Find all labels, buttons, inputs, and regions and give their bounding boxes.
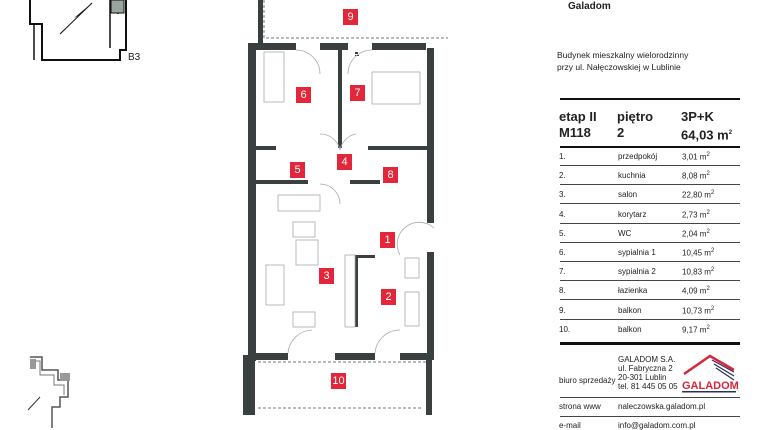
- key-plan: [29, 0, 127, 61]
- floor-label: piętro: [617, 109, 654, 124]
- room-number: 7.: [559, 267, 566, 277]
- room-number: 2.: [559, 171, 566, 181]
- north-arrow-icon: [59, 2, 93, 35]
- row-divider: [560, 184, 740, 186]
- room-area: 3,01 m2: [682, 152, 710, 162]
- room-area: 10,83 m2: [682, 267, 715, 277]
- room-area: 2,73 m2: [682, 209, 710, 220]
- room-number: 8.: [559, 286, 566, 296]
- sales-street: ul. Fabryczna 2: [618, 364, 673, 373]
- floor-plan: [243, 0, 448, 415]
- room-label-1: 1: [380, 232, 395, 248]
- room-number: 6.: [559, 248, 566, 257]
- info-panel: [540, 0, 760, 428]
- apartment-area: 64,03 m2: [681, 127, 733, 143]
- www-label: strona www: [559, 402, 601, 411]
- room-name: korytarz: [618, 209, 647, 219]
- room-area: 10,73 m2: [682, 305, 715, 316]
- room-label-4: 4: [337, 154, 352, 170]
- room-area: 9,17 m2: [682, 324, 710, 335]
- sales-city: 20-301 Lublin: [618, 373, 667, 382]
- room-area: 4,09 m2: [682, 286, 710, 297]
- email-link[interactable]: info@galadom.com.pl: [618, 421, 696, 430]
- room-name: sypialnia 2: [618, 267, 656, 277]
- room-name: przedpokój: [618, 152, 658, 161]
- row-divider: [560, 222, 740, 224]
- room-name: balkon: [618, 305, 642, 315]
- apartment-type: 3P+K: [681, 109, 714, 124]
- building-line-1: Budynek mieszkalny wielorodzinny: [557, 50, 689, 60]
- floor-number: 2: [617, 125, 625, 140]
- row-divider: [560, 280, 740, 282]
- stage: etap II: [559, 109, 597, 124]
- room-name: kuchnia: [618, 171, 646, 181]
- www-link[interactable]: naleczowska.galadom.pl: [618, 402, 706, 411]
- site-plan: [27, 356, 70, 428]
- room-label-7: 7: [350, 85, 365, 101]
- room-area: 22,80 m2: [682, 190, 715, 201]
- room-label-9: 9: [343, 9, 358, 25]
- row-divider: [560, 241, 740, 243]
- galadom-logo: GALADOM: [682, 354, 738, 393]
- row-divider: [560, 165, 740, 166]
- room-label-5: 5: [290, 162, 305, 178]
- brand-name: Galadom: [568, 1, 611, 12]
- row-divider: [560, 203, 740, 205]
- room-name: balkon: [618, 324, 642, 334]
- room-number: 9.: [559, 305, 566, 315]
- building-code: B3: [128, 52, 141, 63]
- room-label-2: 2: [381, 289, 396, 305]
- row-divider: [560, 261, 740, 262]
- room-area: 2,04 m2: [682, 228, 710, 239]
- room-number: 10.: [559, 324, 571, 334]
- room-label-6: 6: [296, 87, 311, 103]
- room-number: 4.: [559, 209, 566, 219]
- room-number: 1.: [559, 152, 566, 161]
- room-number: 3.: [559, 190, 566, 200]
- sales-phone: tel. 81 445 05 05: [618, 382, 678, 391]
- room-label-3: 3: [319, 268, 334, 284]
- sales-company: GALADOM S.A.: [618, 355, 676, 364]
- apartment-number: M118: [559, 125, 591, 140]
- building-line-2: przy ul. Nałęczowskiej w Lublinie: [557, 62, 681, 72]
- room-area: 8,08 m2: [682, 171, 710, 181]
- row-divider: [560, 299, 740, 301]
- room-number: 5.: [559, 228, 566, 238]
- room-name: łazienka: [618, 286, 648, 296]
- sales-label: biuro sprzedaży: [559, 376, 616, 385]
- room-label-8: 8: [383, 167, 398, 183]
- row-divider: [560, 318, 740, 320]
- svg-text:GALADOM: GALADOM: [682, 380, 738, 392]
- room-name: salon: [618, 190, 638, 200]
- room-name: WC: [618, 228, 632, 238]
- room-name: sypialnia 1: [618, 248, 656, 257]
- room-label-10: 10: [331, 373, 346, 389]
- room-area: 10,45 m2: [682, 248, 715, 258]
- email-label: e-mail: [559, 421, 581, 430]
